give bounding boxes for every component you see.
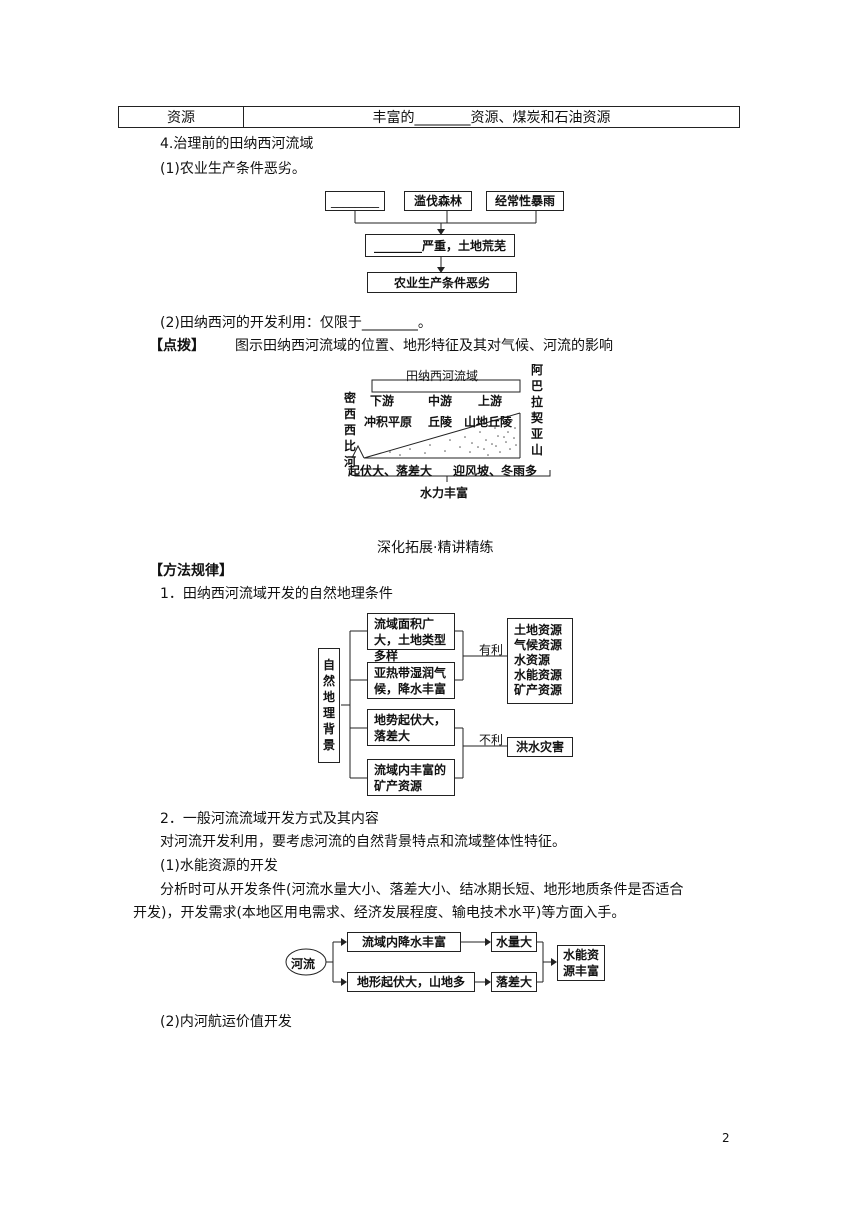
nature-bad-resources: 洪水灾害 (507, 737, 573, 757)
hydro-drop-box: 落差大 (491, 972, 537, 992)
terrain-hill: 丘陵 (428, 415, 453, 429)
heading-2: 2．一般河流流域开发方式及其内容 (160, 811, 379, 827)
para-1: 对河流开发利用，要考虑河流的自然背景特点和流域整体性特征。 (160, 834, 566, 850)
nature-box-climate: 亚热带湿润气候，降水丰富 (367, 662, 455, 699)
flow1-mid-box: ________严重，土地荒芜 (365, 234, 515, 257)
deep-title: 深化拓展·精讲精练 (377, 540, 494, 556)
hydro-result-box: 水能资源丰富 (557, 945, 605, 981)
terrain-profile (351, 379, 551, 482)
subsection-hydro: (1)水能资源的开发 (160, 858, 278, 874)
nature-connectors (341, 630, 507, 779)
heading-1: 1．田纳西河流域开发的自然地理条件 (160, 586, 393, 602)
section-heading-4: 4.治理前的田纳西河流域 (160, 136, 314, 152)
nature-box-area: 流域面积广大，土地类型多样 (367, 613, 455, 663)
hydro-precip-box: 流域内降水丰富 (347, 932, 461, 952)
para-2a: 分析时可从开发条件(河流水量大小、落差大小、结冰期长短、地形地质条件是否适合 (160, 882, 684, 898)
terrain-bottom-right: 迎风坡、冬雨多 (453, 464, 538, 478)
flow1-connectors (354, 211, 537, 273)
flow1-bottom-box: 农业生产条件恶劣 (367, 272, 517, 293)
terrain-middle: 中游 (428, 394, 453, 408)
terrain-upper: 上游 (478, 394, 503, 408)
terrain-left-label: 密西西比河 (343, 391, 356, 469)
terrain-lower: 下游 (370, 394, 395, 408)
good-res-item: 气候资源 (514, 638, 563, 652)
hydro-connectors (285, 938, 557, 986)
hydro-volume-box: 水量大 (491, 932, 537, 952)
nature-good-resources: 土地资源 气候资源 水资源 水能资源 矿产资源 (507, 618, 573, 704)
terrain-plain: 冲积平原 (364, 415, 413, 429)
table-value-cell: 丰富的________资源、煤炭和石油资源 (243, 106, 740, 128)
table-label-cell: 资源 (118, 106, 244, 128)
resource-table: 资源 丰富的________资源、煤炭和石油资源 (118, 106, 740, 128)
page-number: 2 (722, 1131, 730, 1145)
para-2b: 开发)，开发需求(本地区用电需求、经济发展程度、输电技术水平)等方面入手。 (133, 905, 626, 921)
flow1-forest-box: 滥伐森林 (404, 191, 472, 211)
nature-box-minerals: 流域内丰富的矿产资源 (367, 759, 455, 796)
subsection-navigation: (2)内河航运价值开发 (160, 1014, 292, 1030)
good-res-item: 水资源 (514, 653, 551, 667)
terrain-bottom-left: 起伏大、落差大 (348, 464, 433, 478)
nature-root-box: 自然地理背景 (318, 648, 340, 763)
terrain-uphill: 山地丘陵 (464, 415, 513, 429)
hydro-river: 河流 (291, 957, 316, 971)
good-res-item: 水能资源 (514, 668, 563, 682)
subsection-2: (2)田纳西河的开发利用：仅限于________。 (160, 315, 432, 331)
terrain-right-label: 阿巴拉契亚山 (530, 363, 543, 457)
flow1-rain-box: 经常性暴雨 (486, 191, 564, 211)
nature-good-label: 有利 (479, 643, 504, 657)
nature-bad-label: 不利 (479, 733, 504, 747)
tip-text: 图示田纳西河流域的位置、地形特征及其对气候、河流的影响 (235, 338, 613, 354)
good-res-item: 土地资源 (514, 623, 563, 637)
good-res-item: 矿产资源 (514, 683, 563, 697)
terrain-top-label: 田纳西河流域 (406, 369, 479, 383)
subsection-1: (1)农业生产条件恶劣。 (160, 161, 306, 177)
method-label: 【方法规律】 (149, 563, 233, 579)
flow1-blank-box: ________ (325, 191, 385, 211)
nature-box-terrain: 地势起伏大，落差大 (367, 709, 455, 746)
terrain-bottom: 水力丰富 (420, 486, 469, 500)
tip-label: 【点拨】 (149, 338, 205, 354)
hydro-terrain-box: 地形起伏大，山地多 (347, 972, 475, 992)
table-row: 资源 丰富的________资源、煤炭和石油资源 (118, 106, 740, 128)
terrain-dots (389, 419, 517, 456)
